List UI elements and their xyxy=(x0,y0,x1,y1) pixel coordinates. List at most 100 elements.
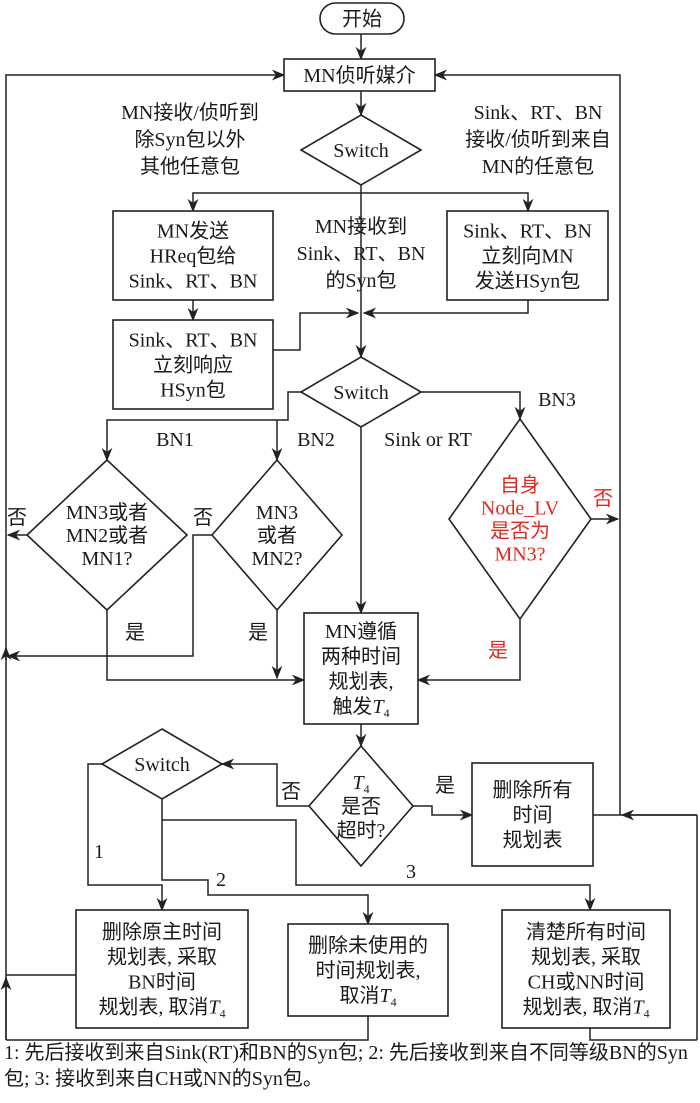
node-label: 规划表, 取消T4 xyxy=(522,996,649,1021)
node-label: 立刻响应 xyxy=(153,354,233,377)
label-right-branch: Sink、RT、BN xyxy=(474,102,603,124)
arrow-to-send-hreq xyxy=(187,192,361,213)
decision-diamond xyxy=(210,458,344,612)
process-box xyxy=(287,923,449,1017)
node-label: Switch xyxy=(134,754,190,776)
label-case2: 2 xyxy=(216,869,226,891)
process-box xyxy=(112,210,274,301)
node-label: T4 xyxy=(352,772,369,796)
decision-diamond xyxy=(448,417,592,621)
connectors xyxy=(0,34,698,1041)
node-label: 规划表, 采取 xyxy=(531,946,641,969)
arrow-t4-yes xyxy=(413,805,474,821)
node-label: MN3? xyxy=(494,544,545,566)
arrow-bn3-yes xyxy=(416,619,521,686)
label-bn1-no: 否 xyxy=(7,507,27,529)
node-label: 删除原主时间 xyxy=(102,921,222,944)
arrow-right-feedback-to-listen xyxy=(433,69,621,815)
node-label: 立刻向MN xyxy=(481,245,573,268)
node-label: 两种时间 xyxy=(321,645,401,668)
label-bn1-yes: 是 xyxy=(125,622,145,644)
label-right-branch: 接收/侦听到来自 xyxy=(465,128,611,151)
node-label: MN3 xyxy=(256,502,298,524)
node-switch2: Switch xyxy=(299,356,423,428)
label-t4-no: 否 xyxy=(281,781,301,803)
process-box xyxy=(446,210,609,301)
line-case3-return xyxy=(589,1028,697,1041)
node-label: 删除所有 xyxy=(493,779,573,802)
label-left-branch: 除Syn包以外 xyxy=(134,128,245,151)
node-label: Switch xyxy=(333,140,389,162)
node-start: 开始 xyxy=(319,2,405,35)
label-case3: 3 xyxy=(406,861,416,883)
node-label: 是否为 xyxy=(490,520,550,543)
label-middle-branch: Sink、RT、BN xyxy=(297,243,426,265)
label-right-branch: MN的任意包 xyxy=(482,155,594,178)
node-label: BN时间 xyxy=(128,971,196,994)
label-left-branch: 其他任意包 xyxy=(140,155,240,178)
node-label: 规划表, 取消T4 xyxy=(98,996,225,1021)
decision-diamond xyxy=(299,356,423,428)
arrow-t4-no xyxy=(220,758,309,807)
label-left-branch: MN接收/侦听到 xyxy=(121,101,259,124)
arrow-left-feedback-to-listen xyxy=(5,69,286,1040)
line-case2-return xyxy=(6,1016,369,1041)
node-label: 触发T4 xyxy=(332,695,389,720)
node-label: 开始 xyxy=(342,8,382,31)
label-bn2: BN2 xyxy=(297,429,335,451)
label-bn3-no: 否 xyxy=(593,488,613,510)
node-label: 清楚所有时间 xyxy=(526,921,646,944)
arrow-case3 xyxy=(162,819,596,912)
node-label: 规划表 xyxy=(503,829,563,852)
node-label: Sink、RT、BN xyxy=(129,271,258,293)
label-bn2-no: 否 xyxy=(193,507,213,529)
process-box xyxy=(501,909,671,1029)
node-switch3: Switch xyxy=(100,728,224,800)
arrow-case1 xyxy=(87,763,168,912)
nodes: 开始MN侦听媒介SwitchMN发送HReq包给Sink、RT、BNSink、R… xyxy=(25,2,671,1029)
process-box xyxy=(75,909,249,1029)
arrow-to-send-hsyn xyxy=(361,192,534,213)
label-bn2-yes: 是 xyxy=(248,622,268,644)
node-label: MN侦听媒介 xyxy=(303,64,415,87)
node-label: MN遵循 xyxy=(325,620,397,643)
label-bn1: BN1 xyxy=(156,429,194,451)
node-switch1: Switch xyxy=(299,114,423,186)
label-case1: 1 xyxy=(94,841,104,863)
arrow-to-check-bn1 xyxy=(101,391,301,462)
node-label: 规划表, 采取 xyxy=(107,946,217,969)
label-middle-branch: MN接收到 xyxy=(315,215,407,238)
footnote: 1: 先后接收到来自Sink(RT)和BN的Syn包; 2: 先后接收到来自不同… xyxy=(4,1042,688,1090)
node-label: Switch xyxy=(333,382,389,404)
process-box xyxy=(112,319,274,410)
arrow-bn1-yes xyxy=(106,610,306,686)
process-box xyxy=(283,58,436,92)
node-label: HSyn包 xyxy=(160,379,226,402)
process-box xyxy=(471,762,594,867)
label-middle-branch: 的Syn包 xyxy=(325,269,396,292)
node-label: 删除未使用的 xyxy=(308,934,428,957)
node-label: 时间规划表, xyxy=(316,959,421,982)
arrow-bn2-no xyxy=(6,534,212,662)
decision-diamond xyxy=(100,728,224,800)
node-label: 或者 xyxy=(257,524,297,547)
node-label: MN3或者 xyxy=(66,501,148,524)
label-bn3: BN3 xyxy=(538,389,576,411)
terminal-oval xyxy=(319,2,405,35)
node-label: 是否 xyxy=(341,796,381,818)
node-label: Node_LV xyxy=(481,498,560,520)
